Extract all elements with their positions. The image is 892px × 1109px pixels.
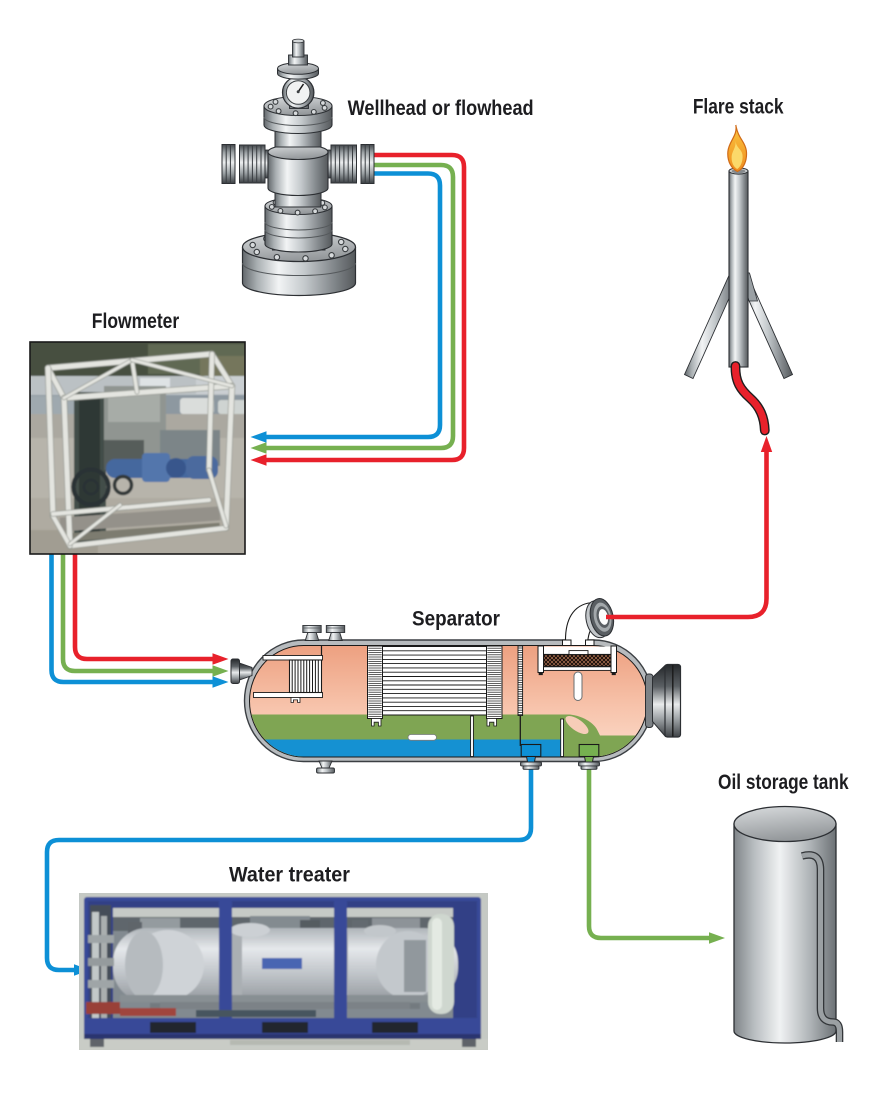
- svg-text:Wellhead or flowhead: Wellhead or flowhead: [348, 97, 534, 121]
- svg-text:Water treater: Water treater: [229, 864, 350, 887]
- svg-text:Separator: Separator: [412, 608, 500, 631]
- svg-text:Flare stack: Flare stack: [693, 96, 784, 119]
- svg-text:Oil storage tank: Oil storage tank: [718, 771, 849, 794]
- svg-text:Flowmeter: Flowmeter: [92, 311, 180, 334]
